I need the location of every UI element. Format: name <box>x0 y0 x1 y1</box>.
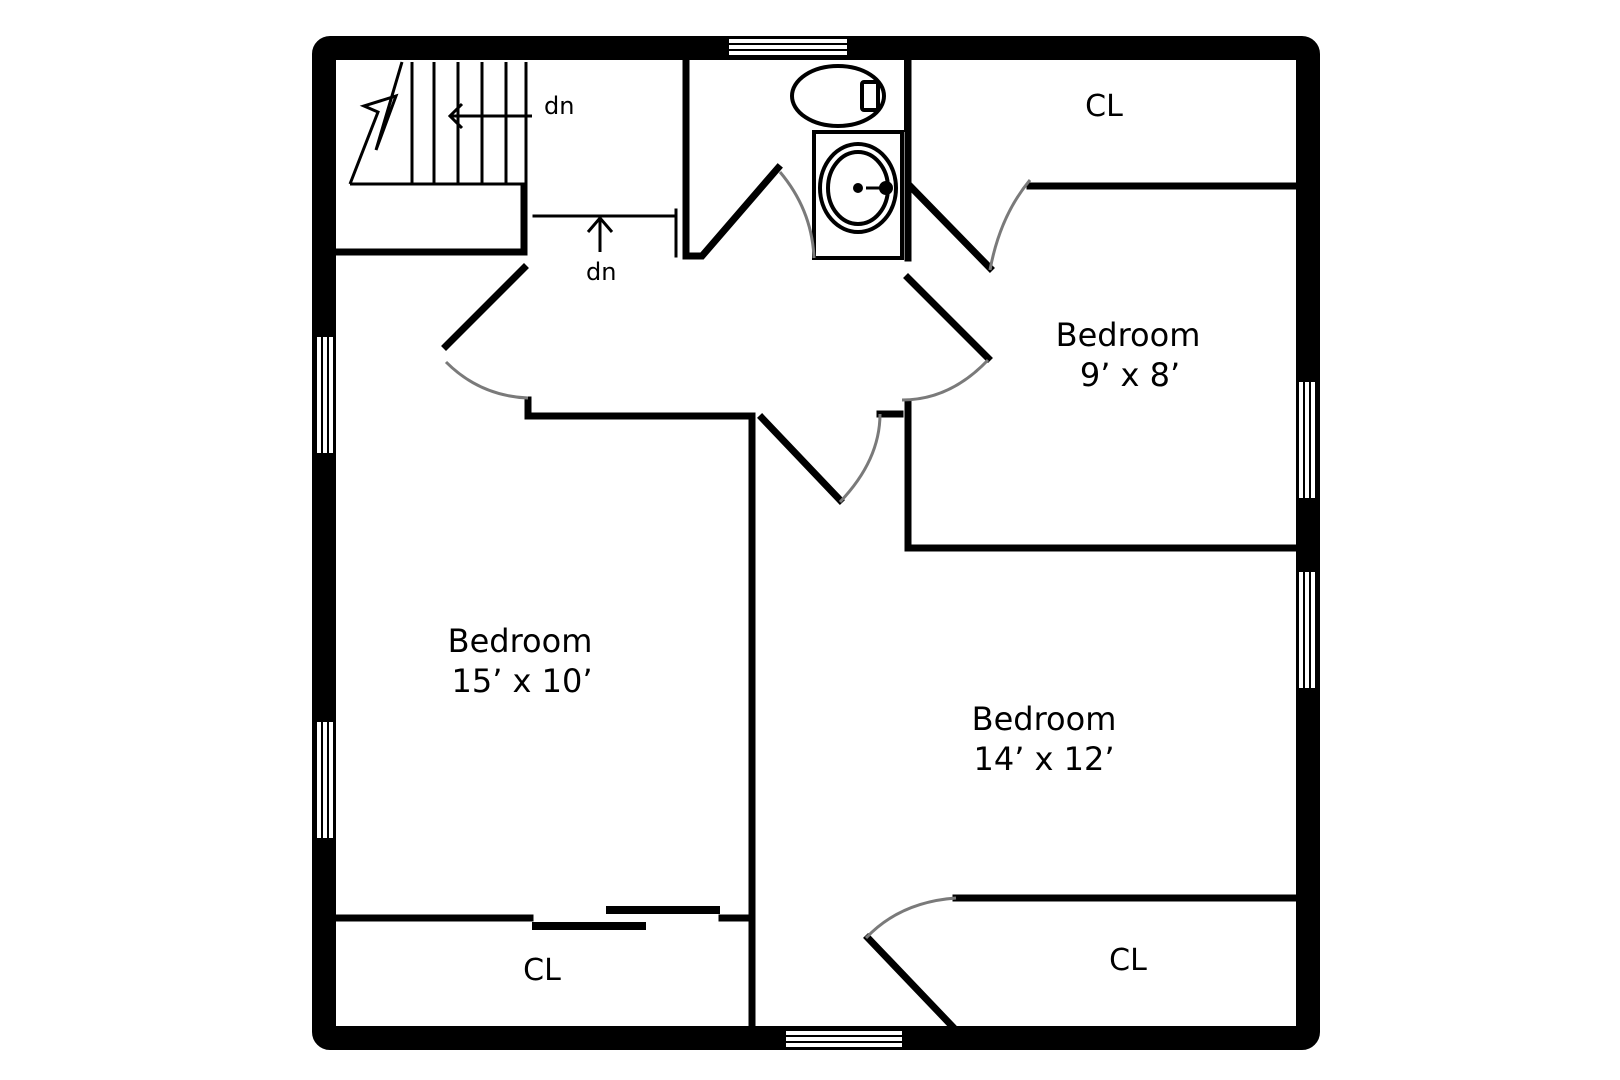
bedroom-left-dimensions: 15’ x 10’ <box>451 662 592 700</box>
room-labels: Bedroom 15’ x 10’ Bedroom 14’ x 12’ Bedr… <box>448 89 1201 988</box>
closet-top-right-label: CL <box>1085 89 1123 124</box>
toilet-icon <box>790 64 886 128</box>
bedroom-top-right-dimensions: 9’ x 8’ <box>1080 356 1180 394</box>
window-right-upper <box>1297 365 1317 515</box>
stair-arrow-upper <box>447 102 532 130</box>
stair-landing-label: dn <box>586 258 616 286</box>
window-top <box>712 37 864 57</box>
interior-walls <box>332 56 1300 1036</box>
bedroom-bottom-right-dimensions: 14’ x 12’ <box>973 740 1114 778</box>
stair-upper-label: dn <box>544 92 574 120</box>
bedroom-left-name: Bedroom <box>448 622 593 660</box>
bedroom-top-right-name: Bedroom <box>1056 316 1201 354</box>
stairs <box>348 61 614 252</box>
bedroom-bottom-right-name: Bedroom <box>972 700 1117 738</box>
window-left-upper <box>315 320 335 470</box>
closet-bottom-left-label: CL <box>523 953 561 988</box>
door-swings <box>444 171 1032 940</box>
sink-icon <box>818 142 898 234</box>
window-bottom <box>769 1029 919 1049</box>
windows <box>315 37 1317 1049</box>
window-left-lower <box>315 705 335 855</box>
window-right-lower <box>1297 555 1317 705</box>
stair-arrow-landing <box>586 215 614 252</box>
sliding-closet-doors <box>532 906 720 930</box>
closet-bottom-right-label: CL <box>1109 943 1147 978</box>
